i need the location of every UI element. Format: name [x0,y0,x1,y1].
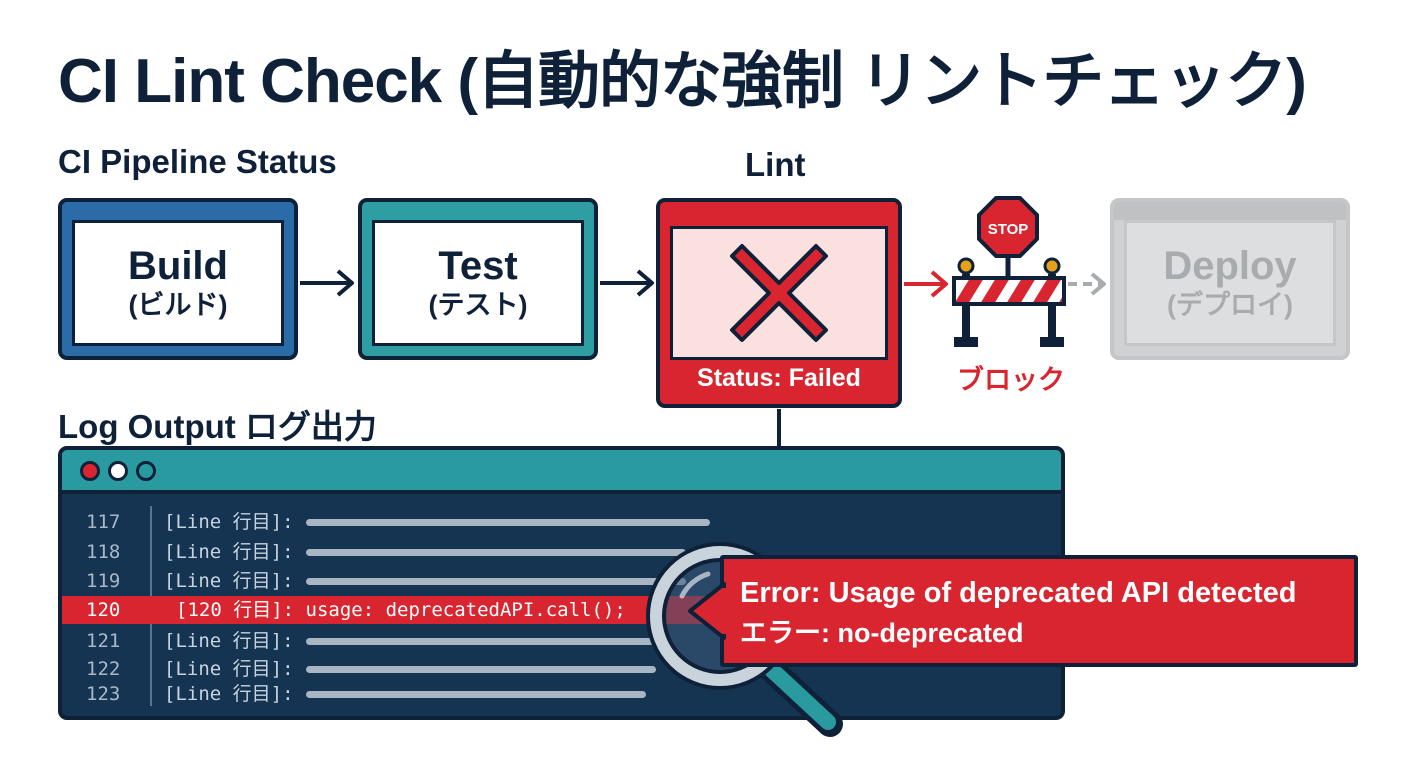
barrier-icon [952,257,1066,347]
redacted-content [306,549,686,556]
arrow-lint-block [904,270,948,298]
page-title: CI Lint Check (自動的な強制 リントチェック) [58,47,1307,116]
redacted-content [306,691,646,698]
line-text: [Line 行目]: [164,511,294,533]
line-number: 121 [86,630,121,652]
log-line: 121 [Line 行目]: [62,627,1061,655]
stage-deploy-sub: (デプロイ) [1167,290,1293,320]
stage-build-sub: (ビルド) [128,290,228,320]
redacted-content [306,578,686,585]
window-close-dot[interactable] [80,461,100,481]
stage-test: Test (テスト) [358,198,598,360]
log-window: 117 [Line 行目]: 118 [Line 行目]: 119 [Line … [58,446,1065,720]
lint-heading: Lint [745,146,806,183]
window-maximize-dot[interactable] [136,461,156,481]
pipeline-label: CI Pipeline Status [58,143,337,180]
window-minimize-dot[interactable] [108,461,128,481]
stage-deploy-name: Deploy [1163,244,1297,288]
log-body: 117 [Line 行目]: 118 [Line 行目]: 119 [Line … [62,494,1061,716]
line-number: 119 [86,570,121,592]
error-callout: Error: Usage of deprecated API detected … [720,555,1358,667]
log-line: 117 [Line 行目]: [62,508,1061,536]
stop-sign-text: STOP [988,221,1029,238]
redacted-content [306,666,656,673]
log-line: 122 [Line 行目]: [62,655,1061,683]
log-label: Log Output ログ出力 [58,408,377,445]
line-text: [Line 行目]: [164,683,294,705]
stage-lint: Status: Failed [656,198,902,408]
arrow-test-lint [600,269,654,297]
line-text: [120 行目]: usage: deprecatedAPI.call(); [176,599,626,621]
arrow-block-deploy [1068,272,1106,296]
stage-test-name: Test [438,244,518,288]
line-text: [Line 行目]: [164,541,294,563]
log-line: 118 [Line 行目]: [62,538,1061,566]
stage-deploy: Deploy (デプロイ) [1110,198,1350,360]
line-text: [Line 行目]: [164,630,294,652]
arrow-build-test [300,269,354,297]
log-line: 123 [Line 行目]: [62,680,1061,708]
redacted-content [306,519,710,526]
line-text: [Line 行目]: [164,570,294,592]
line-number: 118 [86,541,121,563]
error-message: Error: Usage of deprecated API detected [740,577,1297,609]
log-line: 119 [Line 行目]: [62,567,1061,595]
line-text: [Line 行目]: [164,658,294,680]
line-number: 120 [86,599,121,621]
x-mark-icon [730,244,828,342]
stage-build: Build (ビルド) [58,198,298,360]
stop-sign-icon: STOP [977,196,1039,278]
line-number: 123 [86,683,121,705]
block-label: ブロック [957,365,1065,395]
lint-status: Status: Failed [697,364,861,392]
log-window-titlebar [62,450,1061,494]
redacted-content [306,638,656,645]
error-rule: エラー: no-deprecated [740,618,1024,648]
stage-test-sub: (テスト) [428,290,528,320]
line-number: 122 [86,658,121,680]
stage-build-name: Build [128,244,228,288]
line-number: 117 [86,511,121,533]
